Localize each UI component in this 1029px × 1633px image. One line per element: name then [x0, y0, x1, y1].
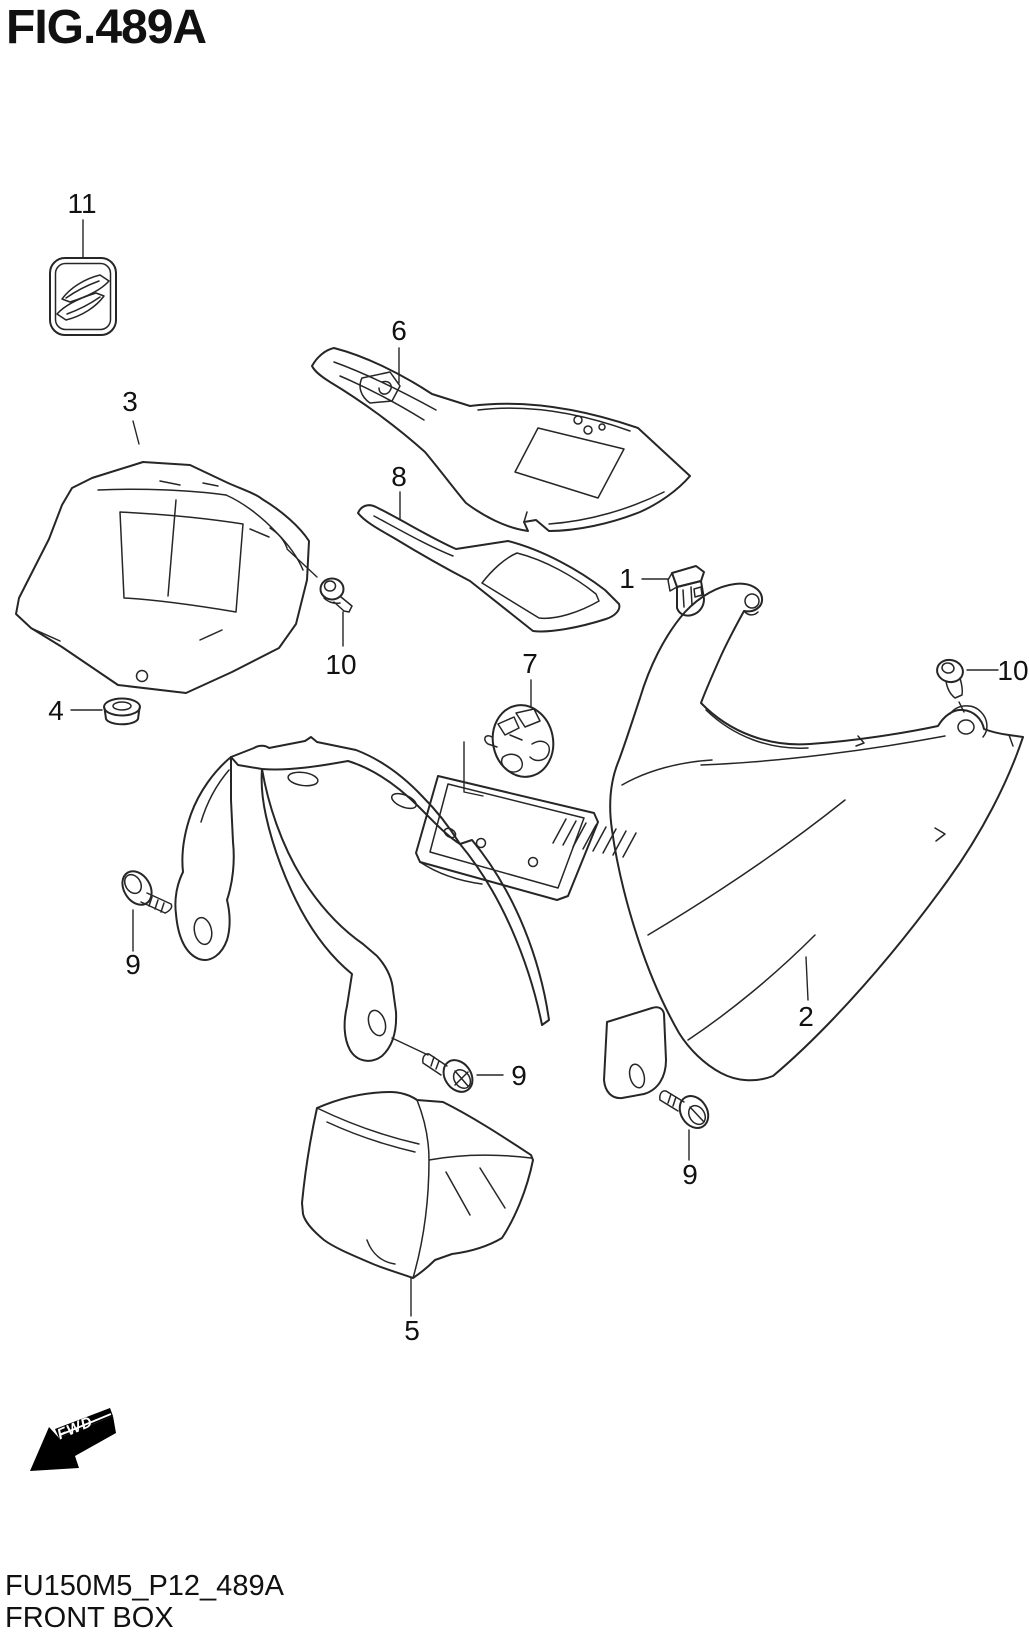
callout-part-2: 2	[798, 1001, 814, 1032]
screw-10-right	[936, 658, 964, 699]
callout-part-11: 11	[67, 188, 97, 219]
part-4-grommet	[103, 697, 141, 726]
screw-10-left	[319, 577, 353, 613]
callout-part-10-right: 10	[997, 655, 1029, 686]
vent-grille	[552, 818, 637, 858]
callout-part-10-left: 10	[325, 649, 357, 680]
footer-part-code: FU150M5_P12_489A	[5, 1570, 284, 1602]
part-11-emblem	[49, 257, 117, 336]
bolt-9-bottom	[659, 1090, 710, 1129]
callout-part-9-middle: 9	[511, 1060, 527, 1091]
figure-title: FIG.489A	[6, 1, 207, 54]
callout-part-5: 5	[404, 1315, 420, 1346]
part-2-front-box-body	[609, 582, 1024, 1082]
mounting-bracket	[174, 736, 667, 1100]
bolt-9-left	[121, 870, 173, 914]
callout-part-4: 4	[48, 695, 64, 726]
callout-part-9-left: 9	[125, 949, 141, 980]
callout-part-9-bottom: 9	[682, 1159, 698, 1190]
leader-lines	[70, 219, 999, 1317]
callout-part-3: 3	[122, 386, 138, 417]
footer-caption: FRONT BOX	[5, 1602, 174, 1633]
callout-part-7: 7	[522, 648, 538, 679]
callout-part-8: 8	[391, 461, 407, 492]
part-1-clip	[667, 565, 705, 617]
callout-part-6: 6	[391, 315, 407, 346]
bolt-9-middle	[422, 1053, 474, 1093]
part-6-lid	[311, 347, 691, 532]
part-7-lock	[484, 704, 555, 778]
part-8-gasket	[357, 504, 621, 633]
bolts-9	[121, 870, 710, 1129]
screws-10	[319, 577, 964, 699]
callout-part-1: 1	[619, 563, 635, 594]
fwd-arrow	[30, 1408, 116, 1471]
part-3-front-cover	[15, 461, 310, 694]
part-5-inner-box	[301, 1091, 534, 1279]
